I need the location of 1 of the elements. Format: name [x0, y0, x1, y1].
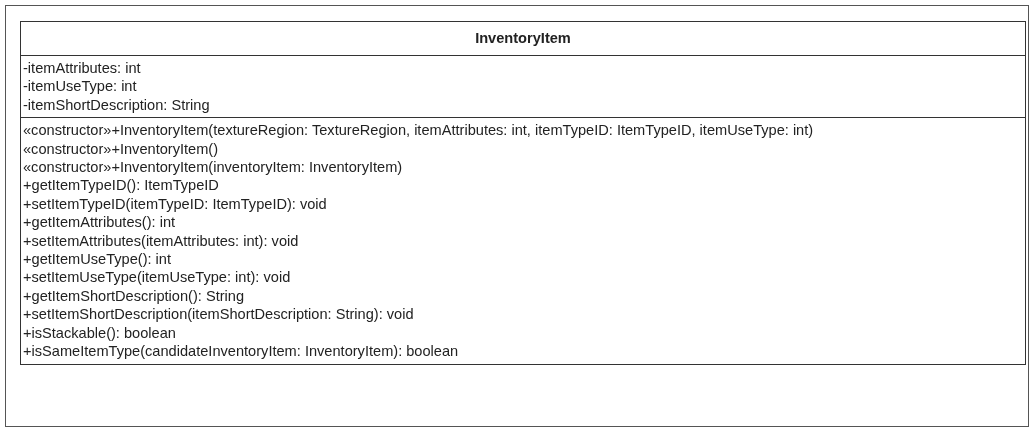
class-name: InventoryItem	[475, 29, 571, 47]
